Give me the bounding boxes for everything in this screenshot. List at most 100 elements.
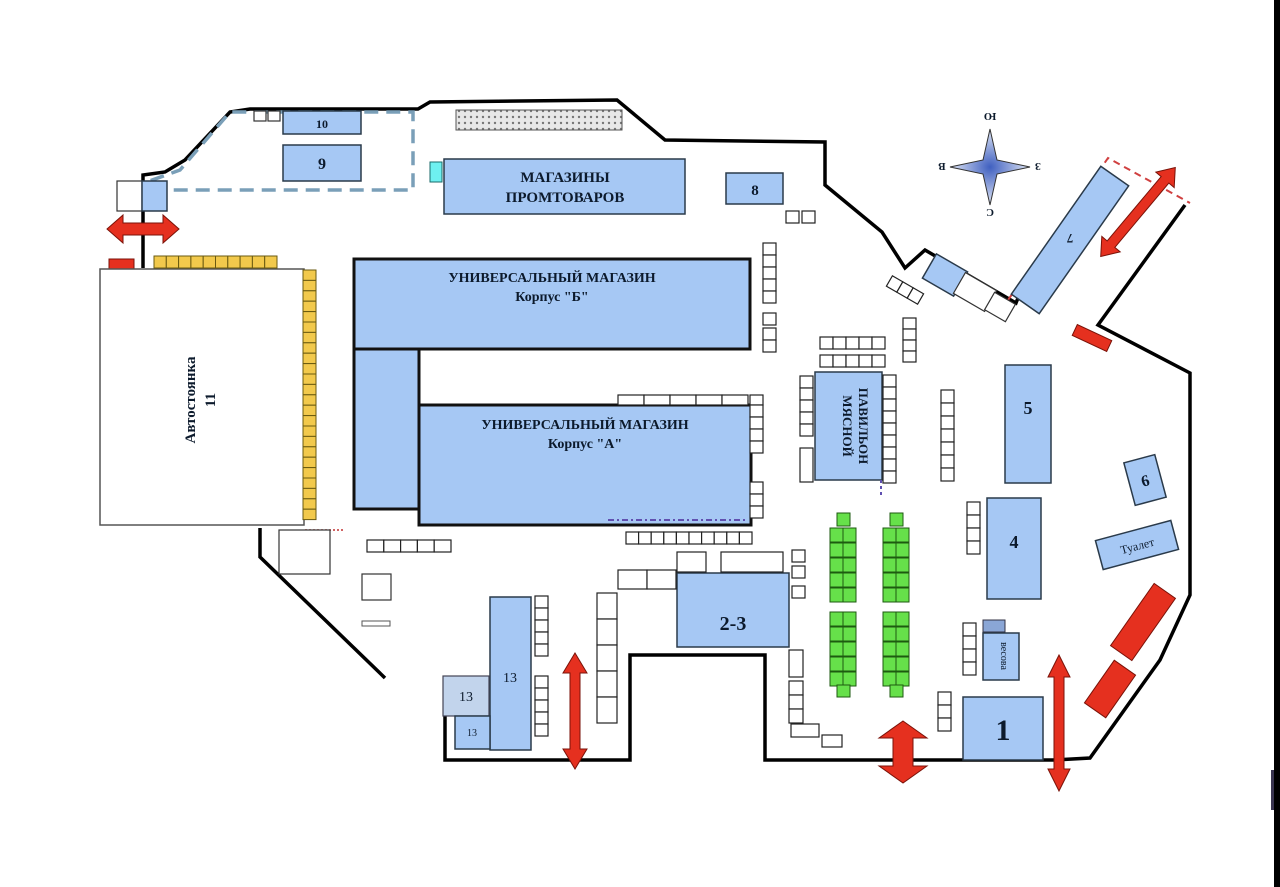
stall bbox=[799, 423, 814, 437]
building-9[interactable]: 9 bbox=[282, 144, 362, 182]
stall bbox=[720, 551, 784, 573]
building-4-label: 4 bbox=[1010, 532, 1019, 552]
parking-stall bbox=[302, 477, 317, 489]
building-13-main-label: 13 bbox=[503, 671, 517, 686]
building-5[interactable]: 5 bbox=[1004, 364, 1052, 484]
green-stall bbox=[895, 572, 910, 588]
building-4[interactable]: 4 bbox=[986, 497, 1042, 600]
stall bbox=[762, 312, 777, 326]
booth bbox=[116, 180, 143, 212]
stall bbox=[785, 210, 800, 224]
stall bbox=[882, 446, 897, 460]
green-stall bbox=[895, 557, 910, 573]
green-stall bbox=[882, 611, 897, 627]
stall bbox=[966, 514, 981, 529]
stall-group bbox=[885, 274, 925, 306]
building-2-3-label: 2-3 bbox=[720, 613, 747, 635]
booth bbox=[267, 110, 281, 122]
building-connector bbox=[352, 347, 421, 511]
parking-stall bbox=[239, 255, 253, 269]
building-10-label: 10 bbox=[316, 117, 328, 131]
green-stall bbox=[829, 557, 844, 573]
building-10[interactable]: 10 bbox=[282, 110, 362, 135]
green-stall bbox=[829, 671, 844, 687]
building-korpus-a[interactable]: УНИВЕРСАЛЬНЫЙ МАГАЗИН Корпус "А" bbox=[417, 403, 753, 527]
stall bbox=[937, 691, 952, 706]
building-scales[interactable]: весова bbox=[982, 632, 1020, 681]
parking-stall bbox=[302, 279, 317, 292]
building-13-a[interactable]: 13 bbox=[442, 675, 490, 717]
building-13-b[interactable]: 13 bbox=[454, 715, 491, 750]
stall bbox=[801, 210, 816, 224]
green-stall bbox=[842, 557, 857, 573]
stall bbox=[366, 539, 385, 553]
booth-blue bbox=[141, 180, 168, 212]
building-6[interactable]: 6 bbox=[1122, 453, 1168, 507]
stall bbox=[383, 539, 402, 553]
stall bbox=[534, 699, 549, 713]
stall bbox=[940, 467, 955, 482]
stall bbox=[762, 339, 777, 353]
compass-north: Ю bbox=[984, 110, 996, 122]
promtovary-label-1: МАГАЗИНЫ bbox=[520, 170, 610, 186]
green-stall bbox=[895, 611, 910, 627]
entrance-arrow-icon bbox=[562, 652, 588, 770]
booth-group bbox=[983, 291, 1017, 323]
building-promtovary[interactable]: МАГАЗИНЫ ПРОМТОВАРОВ bbox=[443, 158, 686, 215]
stall bbox=[966, 540, 981, 555]
building-13-main[interactable]: 13 bbox=[489, 596, 532, 751]
scroll-indicator[interactable] bbox=[1271, 770, 1274, 810]
dashed-zone-building-7 bbox=[1007, 156, 1191, 301]
parking-stall bbox=[302, 383, 317, 396]
stall bbox=[749, 493, 764, 507]
stall bbox=[962, 661, 977, 676]
stall bbox=[762, 266, 777, 280]
stall bbox=[650, 531, 665, 545]
stall bbox=[721, 394, 749, 406]
building-13-a-label: 13 bbox=[459, 690, 473, 705]
stall bbox=[940, 441, 955, 456]
green-stall bbox=[895, 587, 910, 603]
green-stall bbox=[882, 656, 897, 672]
parking-stall bbox=[302, 415, 317, 427]
stall bbox=[788, 694, 804, 710]
green-stall bbox=[842, 641, 857, 657]
green-stall bbox=[836, 512, 851, 527]
green-stall bbox=[889, 684, 904, 698]
booth bbox=[253, 110, 267, 122]
stall bbox=[534, 631, 549, 645]
red-block bbox=[1109, 582, 1177, 662]
hatched-area bbox=[455, 109, 623, 131]
stall bbox=[695, 394, 723, 406]
green-stall bbox=[829, 641, 844, 657]
stall bbox=[788, 680, 804, 696]
stall bbox=[799, 447, 814, 483]
outer-wall-bottom bbox=[443, 653, 1054, 762]
stall bbox=[596, 644, 618, 672]
parking-stall bbox=[178, 255, 192, 269]
stall bbox=[534, 619, 549, 633]
stall bbox=[675, 531, 690, 545]
stall bbox=[858, 336, 873, 350]
building-toilet[interactable]: Туалет bbox=[1094, 519, 1180, 571]
building-meat-pavilion[interactable]: МЯСНОЙ ПАВИЛЬОН bbox=[814, 371, 883, 481]
parking-stall bbox=[302, 321, 317, 333]
stall bbox=[534, 675, 549, 689]
stall bbox=[433, 539, 452, 553]
stall bbox=[726, 531, 740, 545]
compass-west: В bbox=[938, 160, 946, 172]
building-8[interactable]: 8 bbox=[725, 172, 784, 205]
red-block bbox=[1083, 659, 1137, 719]
parking-11[interactable]: Автостоянка 11 bbox=[99, 268, 305, 526]
building-korpus-b[interactable]: УНИВЕРСАЛЬНЫЙ МАГАЗИН Корпус "Б" bbox=[352, 257, 752, 351]
stall bbox=[749, 416, 764, 430]
building-1[interactable]: 1 bbox=[962, 696, 1044, 761]
building-2-3[interactable]: 2-3 bbox=[676, 572, 790, 648]
stall bbox=[871, 336, 886, 350]
building-7[interactable]: 7 bbox=[1010, 165, 1130, 315]
stall bbox=[902, 339, 917, 352]
parking-stall bbox=[251, 255, 266, 269]
stall bbox=[940, 389, 955, 404]
stall bbox=[882, 422, 897, 436]
green-stalls-layer bbox=[829, 512, 910, 698]
